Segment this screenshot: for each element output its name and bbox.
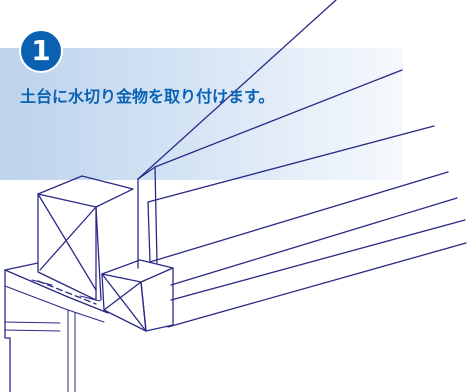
- corner-post-block: [37, 175, 134, 301]
- step-number: 1: [31, 34, 51, 67]
- flashing-metal-strip: [31, 279, 101, 305]
- leader-line: [137, 0, 337, 180]
- standing-board: [137, 69, 403, 269]
- instruction-panel-background: [0, 48, 403, 180]
- upper-beam: [147, 125, 449, 263]
- sill-block: [101, 259, 174, 332]
- foundation: [4, 262, 109, 392]
- lower-beam: [167, 197, 467, 328]
- step-number-badge: 1: [19, 29, 63, 73]
- step-instruction: 土台に水切り金物を取り付けます。: [20, 87, 275, 106]
